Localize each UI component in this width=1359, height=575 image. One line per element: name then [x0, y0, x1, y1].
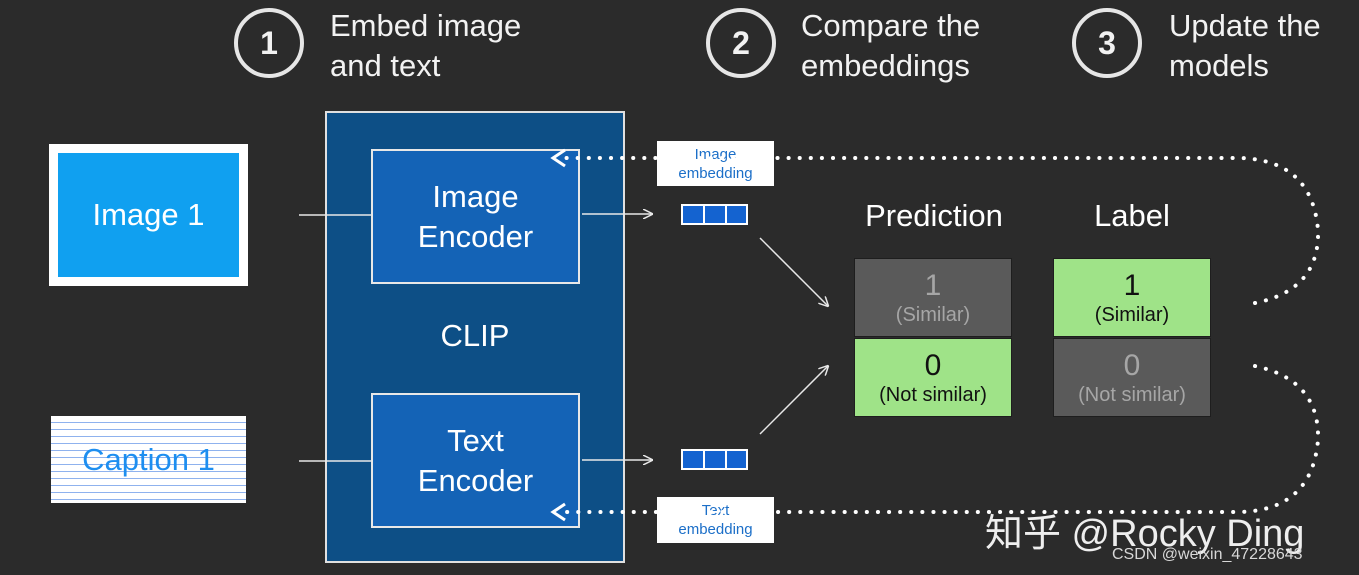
prediction-not-similar-value: 0	[924, 348, 942, 382]
label-similar-cell: 1 (Similar)	[1053, 258, 1211, 337]
text-embedding-label: Text embedding	[657, 497, 774, 543]
step-2-number: 2	[732, 24, 750, 61]
step-1-number: 1	[260, 24, 278, 61]
image-feedback-arrowhead	[550, 148, 566, 168]
step-2-circle: 2	[706, 8, 776, 78]
label-similar-value: 1	[1123, 268, 1141, 302]
text-encoder: Text Encoder	[371, 393, 580, 528]
text-embedding-vector	[681, 449, 748, 470]
step-2-text: Compare the embeddings	[801, 8, 981, 83]
prediction-not-similar-cell: 0 (Not similar)	[854, 338, 1012, 417]
label-similar-text: (Similar)	[1094, 303, 1170, 326]
image-input-label: Image 1	[58, 153, 239, 277]
text-embedding-compare-arrow	[759, 366, 828, 435]
text-feedback-arrowhead	[550, 502, 566, 522]
label-not-similar-text: (Not similar)	[1078, 383, 1186, 406]
csdn-credit: CSDN @weixin_47228643	[1112, 546, 1303, 563]
prediction-not-similar-text: (Not similar)	[879, 383, 987, 406]
prediction-similar-text: (Similar)	[895, 303, 971, 326]
label-not-similar-value: 0	[1123, 348, 1141, 382]
image-embedding-compare-arrow	[759, 237, 828, 306]
image-embedding-label: Image embedding	[657, 141, 774, 186]
prediction-header: Prediction	[865, 198, 1003, 233]
step-1-text: Embed image and text	[330, 8, 522, 83]
prediction-similar-value: 1	[924, 268, 942, 302]
prediction-similar-cell: 1 (Similar)	[854, 258, 1012, 337]
caption-input-card: Caption 1	[51, 416, 246, 503]
image-embedding-vector	[681, 204, 748, 225]
step-1-circle: 1	[234, 8, 304, 78]
step-3-text: Update the models	[1169, 8, 1321, 83]
clip-label: CLIP	[440, 318, 510, 353]
label-not-similar-cell: 0 (Not similar)	[1053, 338, 1211, 417]
image-input-card: Image 1	[49, 144, 248, 286]
zhihu-watermark: 知乎 @Rocky Ding	[985, 513, 1305, 555]
step-3-circle: 3	[1072, 8, 1142, 78]
label-header: Label	[1094, 198, 1170, 233]
image-encoder: Image Encoder	[371, 149, 580, 284]
step-3-number: 3	[1098, 24, 1116, 61]
